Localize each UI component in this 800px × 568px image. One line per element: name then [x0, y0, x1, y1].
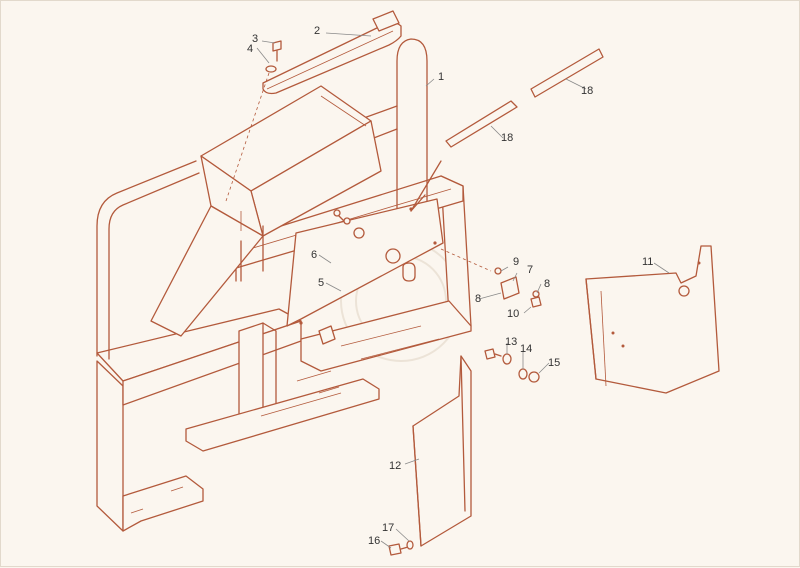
callout-16: 16	[368, 535, 380, 547]
callout-10: 10	[507, 308, 519, 320]
callout-1: 1	[438, 71, 444, 83]
screw-washer-3-4	[225, 40, 282, 202]
callout-7: 7	[527, 264, 533, 276]
hardware-16-17	[388, 540, 414, 556]
callout-13: 13	[505, 336, 517, 348]
callout-8a: 8	[475, 293, 481, 305]
callout-12: 12	[389, 460, 401, 472]
callout-18a: 18	[581, 85, 593, 97]
callout-3: 3	[252, 33, 258, 45]
callout-4: 4	[247, 43, 253, 55]
callout-18b: 18	[501, 132, 513, 144]
decals-18	[410, 48, 604, 212]
callout-17: 17	[382, 522, 394, 534]
leader-lines	[256, 32, 670, 549]
hardware-13-14-15	[484, 348, 540, 383]
callout-8b: 8	[544, 278, 550, 290]
side-cover-12	[412, 355, 472, 547]
right-shield-11	[585, 245, 720, 394]
front-mounting-panel	[286, 198, 444, 345]
callout-15: 15	[548, 357, 560, 369]
callout-11: 11	[642, 256, 653, 268]
callout-6: 6	[311, 249, 317, 261]
tubular-guard-bar	[96, 38, 428, 360]
callout-labels: 1 2 3 4 5 6 7 8 8 9 10 11 12 13 14 15 16…	[247, 25, 653, 547]
top-handle	[262, 10, 402, 95]
hardware-7-8-9-10	[333, 194, 542, 308]
callout-14: 14	[520, 343, 532, 355]
callout-9: 9	[513, 256, 519, 268]
callout-2: 2	[314, 25, 320, 37]
upper-hood	[150, 85, 382, 337]
callout-5: 5	[318, 277, 324, 289]
